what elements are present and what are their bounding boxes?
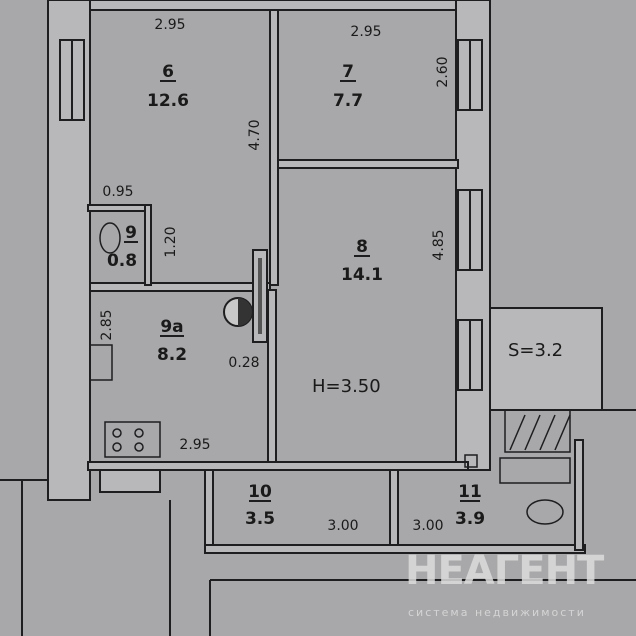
watermark-brand: НЕАГЕНТ <box>405 548 605 594</box>
bathtub-icon <box>499 457 571 484</box>
room-labels: 6 12.6 7 7.7 8 14.1 9 0.8 9а 8.2 10 3.5 … <box>107 62 485 529</box>
dim: 0.28 <box>228 355 259 371</box>
room-10-number: 10 <box>248 482 272 502</box>
watermark: НЕАГЕНТ система недвижимости <box>405 548 606 619</box>
room-6-area: 12.6 <box>147 91 189 111</box>
balcony-area: S=3.2 <box>508 340 563 361</box>
toilet-icon <box>99 222 121 254</box>
balcony <box>489 307 603 411</box>
room-9-number: 9 <box>125 223 137 243</box>
dim: 1.20 <box>163 226 179 257</box>
stove-icon <box>104 421 161 458</box>
room-7-number: 7 <box>342 62 354 82</box>
dim: 2.95 <box>179 437 210 453</box>
ceiling-height: H=3.50 <box>312 376 381 397</box>
room-6-number: 6 <box>162 62 174 82</box>
dim: 3.00 <box>327 518 358 534</box>
room-9a-area: 8.2 <box>157 345 187 365</box>
dim: 2.95 <box>154 17 185 33</box>
room-7-area: 7.7 <box>333 91 363 111</box>
room-9-area: 0.8 <box>107 251 137 271</box>
sink-icon <box>89 344 113 381</box>
room-8-area: 14.1 <box>341 265 383 285</box>
dim: 0.95 <box>102 184 133 200</box>
room-11-number: 11 <box>458 482 482 502</box>
dim: 2.60 <box>435 56 451 87</box>
room-8-number: 8 <box>356 237 368 257</box>
watermark-tagline: система недвижимости <box>408 606 586 619</box>
sink-icon <box>464 454 478 468</box>
dim: 2.85 <box>99 309 115 340</box>
toilet-icon <box>526 499 564 525</box>
dim: 4.70 <box>247 119 263 150</box>
room-10-area: 3.5 <box>245 509 275 529</box>
dim: 4.85 <box>431 229 447 260</box>
dim: 2.95 <box>350 24 381 40</box>
dim: 3.00 <box>412 518 443 534</box>
fixtures <box>89 222 571 525</box>
dimension-labels: 2.95 2.95 2.60 4.70 0.95 1.20 4.85 2.85 … <box>99 17 563 534</box>
room-9a-number: 9а <box>160 317 183 337</box>
room-11-area: 3.9 <box>455 509 485 529</box>
